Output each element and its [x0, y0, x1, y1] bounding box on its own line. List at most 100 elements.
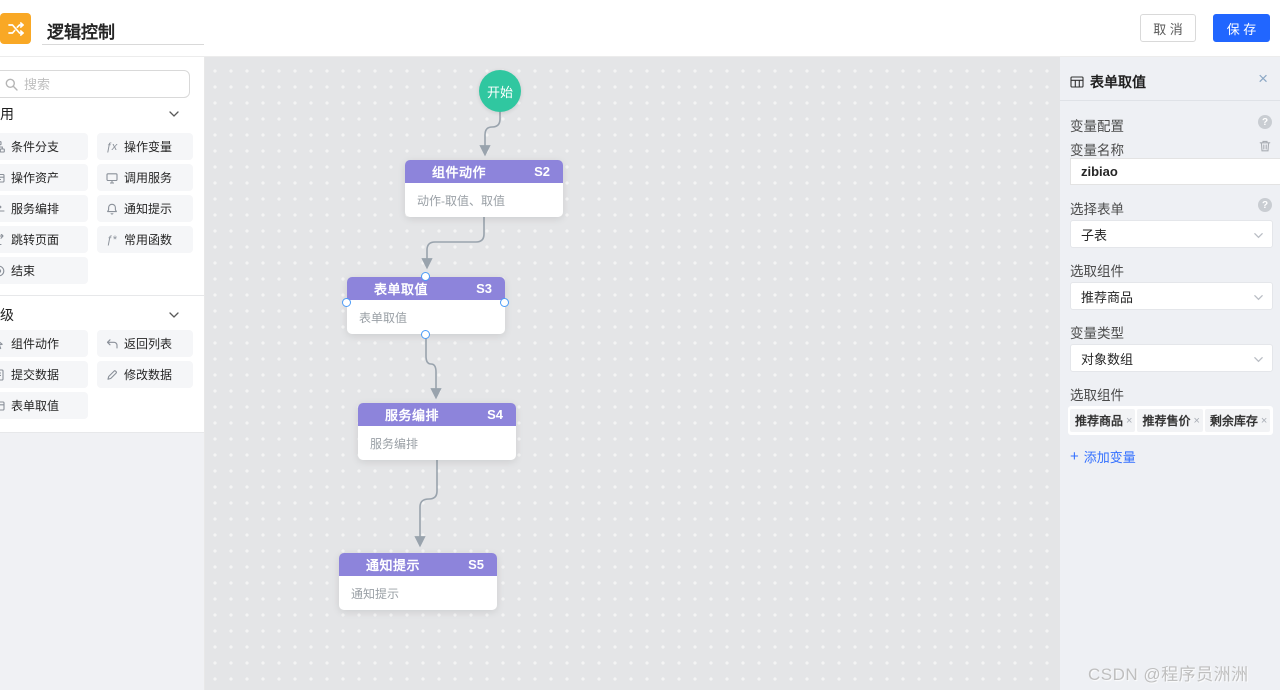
palette-item-operate-asset[interactable]: 操作资产 — [0, 164, 88, 191]
node-badge: S5 — [468, 557, 484, 572]
node-title: 通知提示 — [366, 558, 421, 573]
chevron-down-icon — [1253, 292, 1264, 303]
palette-item-label: 返回列表 — [124, 337, 173, 351]
tag-item: 推荐商品× — [1070, 409, 1136, 432]
trash-icon[interactable] — [1258, 139, 1272, 153]
config-panel-title: 表单取值 — [1090, 74, 1146, 90]
palette-item-label: 结束 — [11, 264, 36, 278]
edge-s3-s4 — [425, 337, 442, 400]
plus-icon: + — [1070, 448, 1079, 465]
palette-item-label: 提交数据 — [11, 368, 60, 382]
save-button[interactable]: 保 存 — [1213, 14, 1270, 42]
palette-item-condition-branch[interactable]: 条件分支 — [0, 133, 88, 160]
form-select[interactable]: 子表 — [1070, 220, 1273, 248]
palette-item-end[interactable]: 结束 — [0, 257, 88, 284]
node-palette-sidebar: 用 条件分支 ƒx 操作变量 操作资产 调用服务 服务编排 通知提示 — [0, 57, 205, 690]
watermark: CSDN @程序员洲洲 — [1088, 665, 1249, 684]
palette-item-jump-page[interactable]: 跳转页面 — [0, 226, 88, 253]
node-port-right[interactable] — [500, 298, 509, 307]
palette-item-label: 操作资产 — [11, 171, 60, 185]
start-node[interactable]: 开始 — [479, 70, 521, 112]
node-title: 组件动作 — [432, 165, 487, 180]
palette-item-label: 修改数据 — [124, 368, 173, 382]
palette-item-service-orchestration[interactable]: 服务编排 — [0, 195, 88, 222]
edge-s2-s3 — [421, 216, 485, 270]
field-tags-input[interactable]: 推荐商品× 推荐售价× 剩余库存× — [1068, 406, 1273, 435]
palette-item-common-function[interactable]: ƒ* 常用函数 — [97, 226, 193, 253]
remove-tag-icon[interactable]: × — [1193, 414, 1200, 427]
section-common-header[interactable]: 用 — [0, 104, 190, 124]
palette-item-submit-data[interactable]: 提交数据 — [0, 361, 88, 388]
remove-tag-icon[interactable]: × — [1126, 414, 1133, 427]
config-panel-header: 表单取值 × — [1070, 69, 1270, 92]
node-config-panel: 表单取值 × 变量配置 ? 变量名称 选择表单 ? 子表 选取组件 推荐商品 变… — [1060, 57, 1280, 690]
chevron-down-icon[interactable] — [168, 309, 180, 321]
branch-icon — [0, 140, 5, 153]
function-icon: ƒ* — [106, 233, 117, 246]
pick-component-label: 选取组件 — [1070, 264, 1124, 279]
app-logo[interactable] — [0, 13, 31, 44]
close-icon[interactable]: × — [1258, 69, 1268, 88]
topbar: 逻辑控制 取 消 保 存 — [0, 0, 1280, 57]
panel-divider — [1060, 100, 1280, 101]
submit-icon — [0, 368, 5, 381]
palette-item-notification[interactable]: 通知提示 — [97, 195, 193, 222]
cancel-button[interactable]: 取 消 — [1140, 14, 1196, 42]
section-advanced-header[interactable]: 级 — [0, 305, 190, 325]
node-description: 表单取值 — [347, 300, 505, 334]
variable-type-select[interactable]: 对象数组 — [1070, 344, 1273, 372]
node-description: 服务编排 — [358, 426, 516, 460]
variable-config-label: 变量配置 — [1070, 119, 1124, 134]
palette-item-label: 跳转页面 — [11, 233, 60, 247]
node-port-top[interactable] — [421, 272, 430, 281]
add-variable-button[interactable]: + 添加变量 — [1070, 447, 1136, 466]
palette-item-form-value[interactable]: 表单取值 — [0, 392, 88, 419]
bell-icon — [105, 202, 118, 215]
section-advanced-label: 级 — [0, 307, 14, 323]
palette-item-call-service[interactable]: 调用服务 — [97, 164, 193, 191]
search-icon — [5, 78, 18, 91]
component-action-icon — [0, 337, 5, 350]
shuffle-icon — [7, 20, 25, 38]
palette-grid-advanced: 组件动作 返回列表 提交数据 修改数据 表单取值 — [0, 330, 194, 419]
add-variable-label: 添加变量 — [1083, 450, 1136, 465]
palette-item-modify-data[interactable]: 修改数据 — [97, 361, 193, 388]
palette-item-label: 服务编排 — [11, 202, 60, 216]
edge-start-s2 — [479, 111, 501, 157]
chevron-down-icon[interactable] — [168, 108, 180, 120]
palette-item-label: 常用函数 — [124, 233, 173, 247]
node-port-bottom[interactable] — [421, 330, 430, 339]
variable-name-input[interactable] — [1070, 158, 1280, 185]
component-select-value: 推荐商品 — [1081, 289, 1134, 305]
palette-item-label: 条件分支 — [11, 140, 60, 154]
pick-fields-label: 选取组件 — [1070, 388, 1124, 403]
palette-item-label: 组件动作 — [11, 337, 60, 351]
help-icon[interactable]: ? — [1258, 198, 1272, 212]
palette-item-return-list[interactable]: 返回列表 — [97, 330, 193, 357]
node-badge: S2 — [534, 164, 550, 179]
start-node-label: 开始 — [486, 84, 513, 100]
page-title: 逻辑控制 — [47, 23, 115, 42]
palette-item-component-action[interactable]: 组件动作 — [0, 330, 88, 357]
section-common-label: 用 — [0, 106, 14, 122]
return-icon — [105, 337, 118, 350]
remove-tag-icon[interactable]: × — [1260, 414, 1268, 427]
component-select[interactable]: 推荐商品 — [1070, 282, 1273, 310]
form-table-icon — [1070, 75, 1084, 89]
palette-item-set-variable[interactable]: ƒx 操作变量 — [97, 133, 193, 160]
node-port-left[interactable] — [342, 298, 351, 307]
search-input[interactable] — [24, 76, 154, 92]
help-icon[interactable]: ? — [1258, 115, 1272, 129]
palette-item-label: 调用服务 — [124, 171, 173, 185]
node-badge: S4 — [487, 407, 503, 422]
tag-item: 剩余库存× — [1204, 409, 1271, 432]
select-form-label: 选择表单 — [1070, 202, 1124, 217]
fx-icon: ƒx — [105, 140, 118, 153]
palette-item-label: 操作变量 — [124, 140, 173, 154]
search-box[interactable] — [0, 70, 190, 98]
